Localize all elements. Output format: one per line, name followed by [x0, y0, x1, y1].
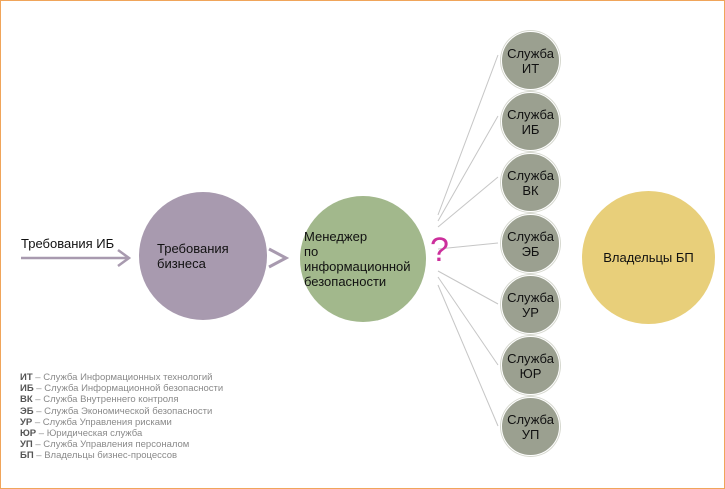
- service-ur-node: Служба УР: [501, 275, 560, 334]
- service-up-node: Служба УП: [501, 397, 560, 456]
- fan-out-lines: [437, 54, 499, 427]
- legend-row: ИБ – Служба Информационной безопасности: [20, 383, 224, 395]
- service-vk-line-1: Служба: [507, 167, 554, 183]
- legend-row: БП – Владельцы бизнес-процессов: [20, 450, 178, 462]
- input-label: Требования ИБ: [21, 236, 115, 251]
- process-owners-node: Владельцы БП: [582, 191, 715, 324]
- service-ur-line-1: Служба: [507, 289, 554, 305]
- service-eb-node: Служба ЭБ: [501, 214, 560, 273]
- legend-row: ИТ – Служба Информационных технологий: [20, 372, 213, 383]
- connector-line: [437, 242, 499, 250]
- business-node-line-2: бизнеса: [157, 256, 206, 271]
- legend-row: ЮР – Юридическая служба: [20, 428, 143, 440]
- legend-row: УР – Служба Управления рисками: [20, 416, 172, 428]
- connector-line: [437, 276, 499, 366]
- service-it-node: Служба ИТ: [501, 31, 560, 90]
- legend-row: ВК – Служба Внутреннего контроля: [20, 394, 179, 406]
- business-node-line-1: Требования: [157, 241, 229, 256]
- service-yur-node: Служба ЮР: [501, 336, 560, 395]
- connector-line: [437, 176, 499, 228]
- service-ib-line-1: Служба: [507, 106, 554, 122]
- owners-node-label: Владельцы БП: [603, 250, 694, 265]
- service-ur-line-2: УР: [522, 304, 539, 320]
- business-to-manager-arrow: [268, 247, 290, 269]
- service-eb-line-1: Служба: [507, 228, 554, 244]
- manager-node-line-2: по информационной: [304, 244, 411, 274]
- legend-row: ЭБ – Служба Экономической безопасности: [20, 405, 213, 417]
- legend-row: УП – Служба Управления персоналом: [20, 439, 190, 451]
- business-requirements-node: Требования бизнеса: [139, 192, 267, 320]
- input-arrow: [21, 248, 132, 268]
- service-yur-line-2: ЮР: [519, 365, 542, 381]
- service-yur-line-1: Служба: [507, 350, 554, 366]
- service-vk-line-2: ВК: [522, 182, 539, 198]
- question-mark: ?: [430, 231, 449, 269]
- legend: ИТ – Служба Информационных технологий ИБ…: [20, 372, 223, 462]
- connector-line: [437, 54, 499, 216]
- service-it-line-2: ИТ: [521, 60, 540, 76]
- connector-line: [437, 284, 499, 427]
- manager-node-line-3: безопасности: [304, 274, 387, 289]
- connector-line: [437, 270, 499, 305]
- service-eb-line-2: ЭБ: [521, 243, 540, 259]
- service-ib-node: Служба ИБ: [501, 92, 560, 151]
- service-ib-line-2: ИБ: [521, 121, 540, 137]
- security-manager-node: Менеджер по информационной безопасности: [300, 196, 426, 322]
- service-up-line-1: Служба: [507, 411, 554, 427]
- connector-line: [437, 115, 499, 222]
- service-it-line-1: Служба: [507, 45, 554, 61]
- service-vk-node: Служба ВК: [501, 153, 560, 212]
- service-up-line-2: УП: [521, 426, 540, 442]
- manager-node-line-1: Менеджер: [304, 229, 368, 244]
